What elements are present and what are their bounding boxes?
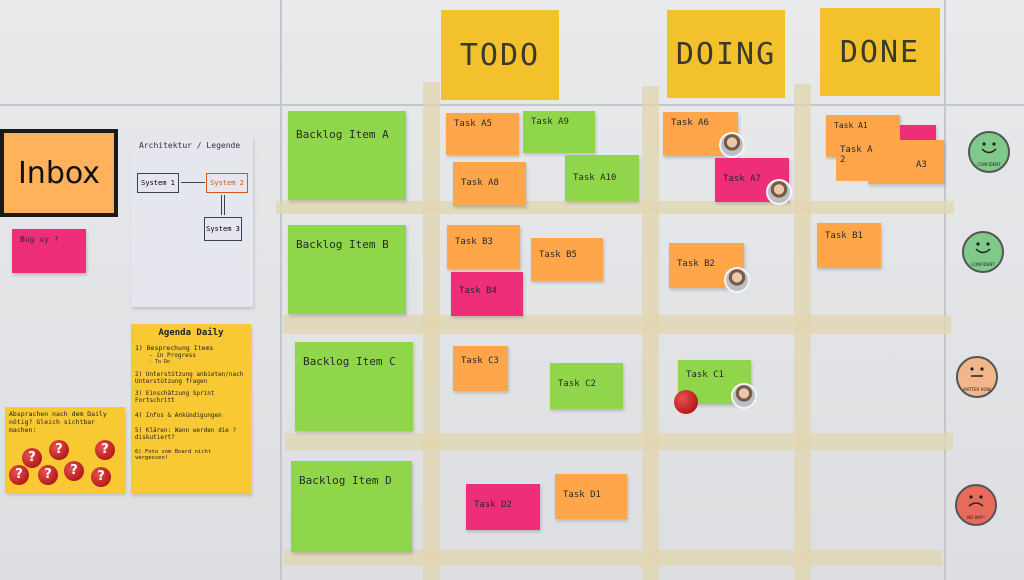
question-magnet[interactable]: ? <box>22 448 42 468</box>
architecture-sheet: Architektur / Legende System 1 System 2 … <box>131 137 253 307</box>
task-a8[interactable]: Task A8 <box>453 162 526 206</box>
agenda-sheet: Agenda Daily 1) Besprechung Items - in P… <box>131 324 251 494</box>
agenda-item: 4) Infos & Ankündigungen <box>135 412 222 419</box>
inbox-note: Bug xy ? <box>12 229 86 273</box>
question-magnet[interactable]: ? <box>9 465 29 485</box>
mood-label: MATTER HOW <box>963 387 991 392</box>
question-magnet[interactable]: ? <box>49 440 69 460</box>
mood-label: NO WAY! <box>967 515 985 520</box>
architecture-title: Architektur / Legende <box>139 141 241 150</box>
header-done: DONE <box>820 8 940 96</box>
question-magnet[interactable]: ? <box>95 440 115 460</box>
question-magnet[interactable]: ? <box>91 467 111 487</box>
mood-label: CONFIDENT <box>977 162 1001 167</box>
task-c3[interactable]: Task C3 <box>453 346 508 391</box>
system-2-box: System 2 <box>206 173 248 193</box>
smile-icon <box>975 242 991 254</box>
inbox-card: Inbox <box>0 129 118 217</box>
red-magnet[interactable] <box>674 390 698 414</box>
assignee-avatar <box>731 383 757 409</box>
task-d2[interactable]: Task D2 <box>466 484 540 530</box>
task-a5[interactable]: Task A5 <box>446 113 519 155</box>
header-todo: TODO <box>441 10 559 100</box>
tape-horizontal <box>276 201 954 214</box>
task-b3[interactable]: Task B3 <box>447 225 520 269</box>
task-b4[interactable]: Task B4 <box>451 272 523 316</box>
system-3-box: System 3 <box>204 217 242 241</box>
mood-happy-icon[interactable]: CONFIDENT <box>968 131 1010 173</box>
mood-happy-icon[interactable]: CONFIDENT <box>962 231 1004 273</box>
task-b5[interactable]: Task B5 <box>531 238 603 281</box>
task-a3[interactable]: A3 <box>868 140 944 184</box>
mood-neutral-icon[interactable]: MATTER HOW <box>956 356 998 398</box>
tape-horizontal <box>284 550 942 566</box>
task-a9[interactable]: Task A9 <box>523 111 595 153</box>
tape-horizontal <box>283 315 951 334</box>
system-1-box: System 1 <box>137 173 179 193</box>
task-b1[interactable]: Task B1 <box>817 223 881 268</box>
agenda-item: 6) Foto vom Board nicht vergessen! <box>135 449 212 461</box>
inbox-title: Inbox <box>17 155 101 191</box>
mood-sad-icon[interactable]: NO WAY! <box>955 484 997 526</box>
agenda-item: - To Do <box>149 359 171 365</box>
assignee-avatar <box>724 267 750 293</box>
task-c2[interactable]: Task C2 <box>550 363 623 409</box>
mood-label: CONFIDENT <box>971 262 995 267</box>
question-magnet[interactable]: ? <box>64 461 84 481</box>
discussion-note-text: Absprachen nach dem Daily nötig? Gleich … <box>9 410 107 434</box>
agenda-item: 1) Besprechung Items <box>135 344 214 352</box>
backlog-item-a[interactable]: Backlog Item A <box>288 111 406 200</box>
agenda-title: Agenda Daily <box>158 328 224 338</box>
smile-icon <box>981 142 997 154</box>
agenda-item: 2) Unterstützung anbieten/nach Unterstüt… <box>135 371 244 385</box>
neutral-face-icon <box>970 367 984 377</box>
agenda-item: 3) Einschätzung Sprint Fortschritt <box>135 390 215 404</box>
backlog-item-c[interactable]: Backlog Item C <box>295 342 413 431</box>
arrow-line <box>181 182 205 183</box>
question-magnet[interactable]: ? <box>38 465 58 485</box>
assignee-avatar <box>719 132 745 158</box>
backlog-item-d[interactable]: Backlog Item D <box>291 461 412 552</box>
task-a3-pink[interactable] <box>900 125 936 141</box>
backlog-item-b[interactable]: Backlog Item B <box>288 225 406 314</box>
tape-horizontal <box>285 433 953 450</box>
task-d1[interactable]: Task D1 <box>555 474 627 519</box>
agenda-item: - in Progress <box>149 352 196 359</box>
frown-icon <box>968 495 984 507</box>
header-doing: DOING <box>667 10 785 98</box>
arrow-down <box>221 195 225 215</box>
assignee-avatar <box>766 179 792 205</box>
discussion-note: Absprachen nach dem Daily nötig? Gleich … <box>5 407 125 493</box>
task-a2[interactable]: Task A 2 <box>836 139 878 181</box>
task-a10[interactable]: Task A10 <box>565 155 639 201</box>
agenda-item: 5) Klären: Wann werden die ? diskutiert? <box>135 427 237 441</box>
